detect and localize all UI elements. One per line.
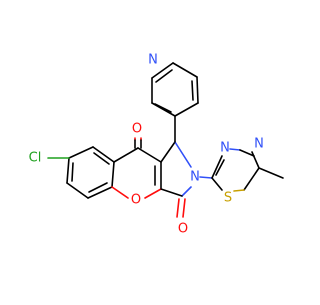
- molecule-diagram: Cl O O O N N N N S: [29, 53, 284, 237]
- ketone-o-label: O: [132, 122, 142, 137]
- pyranone-ring: [111, 147, 162, 199]
- lactam-bond-2: [182, 198, 186, 218]
- lactam-o-label: O: [178, 222, 188, 237]
- lactam-n-label: N: [190, 170, 200, 185]
- pyrrolone-ring: [160, 141, 192, 197]
- thiadiazole-n2-label: N: [254, 137, 264, 152]
- ring-o-label: O: [131, 193, 141, 208]
- methyl-bond: [258, 167, 284, 179]
- thiadiazole-n1-label: N: [220, 141, 230, 156]
- pyridine-ring: [151, 62, 199, 143]
- benzene-ring: [66, 146, 115, 199]
- thiadiazole-ring: [199, 148, 260, 192]
- thiadiazole-s-label: S: [224, 191, 232, 206]
- cl-label: Cl: [29, 151, 42, 166]
- pyridine-n-label: N: [148, 53, 158, 68]
- molecule-structure: Cl O O O N N N N S: [29, 53, 284, 237]
- lactam-bond: [176, 198, 180, 218]
